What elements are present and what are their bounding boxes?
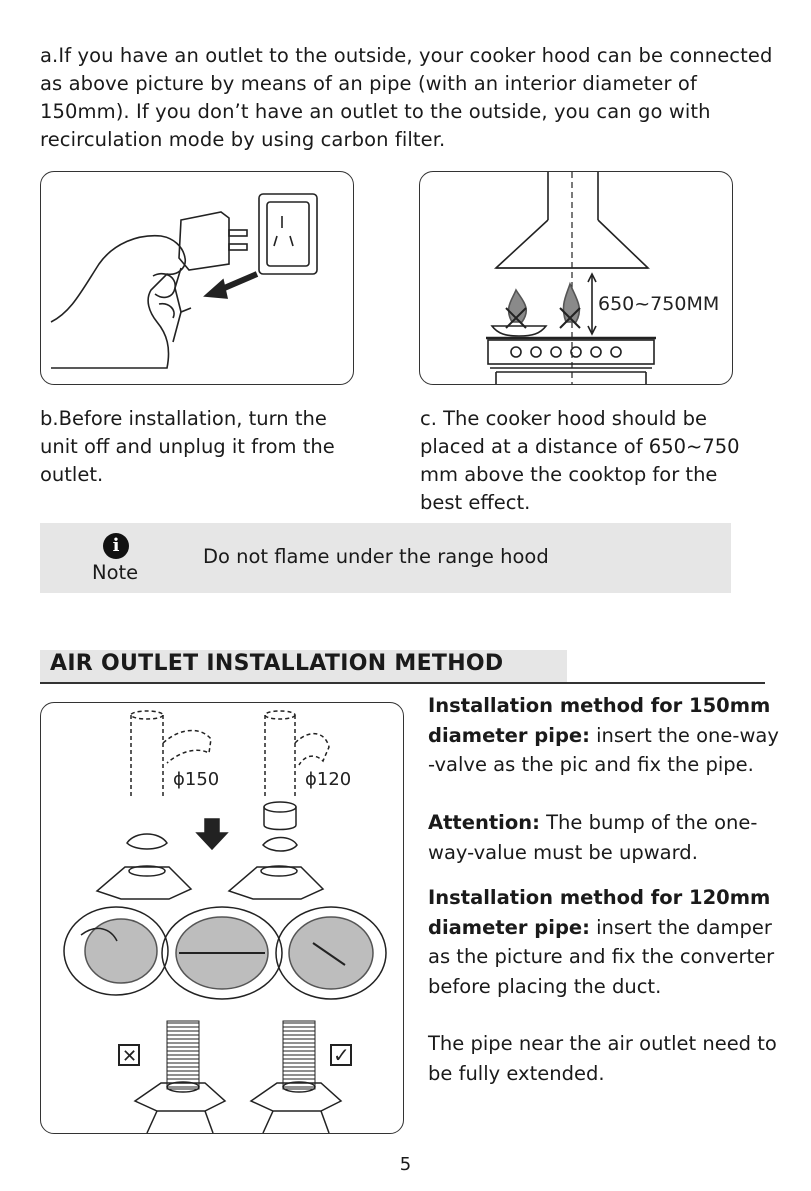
- instruction-120: Installation method for 120mm diameter p…: [428, 883, 788, 1001]
- caption-c: c. The cooker hood should be placed at a…: [420, 407, 740, 514]
- note-label: Note: [92, 561, 139, 584]
- air-outlet-illustration: ϕ150 ϕ120: [40, 702, 404, 1134]
- attention-heading: Attention:: [428, 811, 540, 834]
- note-text: Do not flame under the range hood: [203, 545, 549, 568]
- page-number: 5: [399, 1154, 412, 1175]
- intro-paragraph: a.If you have an outlet to the outside, …: [40, 44, 773, 151]
- section-header-bar: [40, 650, 567, 682]
- instruction-150: Installation method for 150mm diameter p…: [428, 691, 788, 780]
- instruction-150-body: insert the one-way -valve as the pic and…: [428, 723, 779, 777]
- note-box: [40, 523, 731, 593]
- instruction-120-heading: Installation method for 120mm diameter p…: [428, 886, 771, 939]
- instruction-extend: The pipe near the air outlet need to be …: [428, 1032, 777, 1085]
- instruction-120-body: insert the damper as the picture and fix…: [428, 915, 775, 998]
- attention-body: The bump of the one-way-value must be up…: [428, 811, 758, 864]
- right-mark-icon: ✓: [333, 1043, 350, 1067]
- instruction-150-heading: Installation method for 150mm diameter p…: [428, 694, 771, 747]
- distance-label: 650~750MM: [598, 293, 719, 315]
- section-divider: [40, 682, 765, 684]
- pipe-120-label: ϕ120: [305, 769, 351, 790]
- wrong-mark-icon: ✕: [122, 1046, 137, 1067]
- pipe-150-label: ϕ150: [173, 769, 219, 790]
- caption-b: b.Before installation, turn the unit off…: [40, 407, 335, 486]
- instruction-attention: Attention: The bump of the one-way-value…: [428, 808, 788, 867]
- section-title: AIR OUTLET INSTALLATION METHOD: [50, 651, 504, 676]
- unplug-illustration: [40, 171, 354, 385]
- hood-distance-illustration: 650~750MM: [419, 171, 733, 385]
- info-icon: i: [103, 533, 129, 559]
